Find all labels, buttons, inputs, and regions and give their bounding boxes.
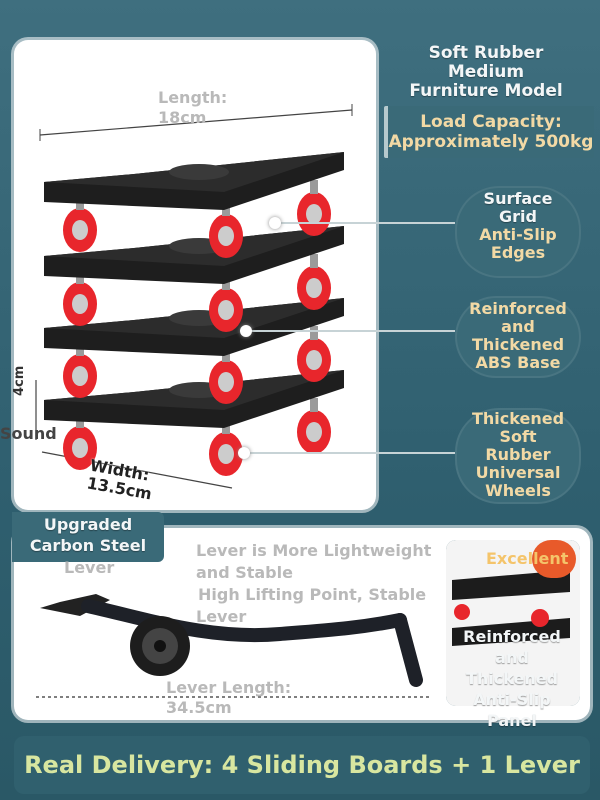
- connector-dot-3: [238, 447, 250, 459]
- panel-caption-line-5: Panel: [487, 711, 537, 730]
- feature-3-line-4: Universal: [475, 463, 561, 482]
- lever-points: Lever is More Lightweight and Stable Hig…: [196, 540, 431, 628]
- model-title-line2: Furniture Model: [409, 81, 563, 101]
- lever-badge: Upgraded Carbon Steel: [12, 512, 164, 562]
- feature-2-line-3: Thickened: [471, 335, 565, 354]
- model-title-line1: Soft Rubber Medium: [428, 43, 544, 82]
- lever-badge-line-3: Lever: [64, 558, 115, 577]
- panel-caption-line-2: and: [495, 648, 529, 667]
- lever-length: Lever Length: 34.5cm: [166, 678, 291, 718]
- feature-2-line-1: Reinforced: [469, 299, 567, 318]
- feature-3-line-5: Wheels: [485, 481, 551, 500]
- feature-1-line-3: Anti-Slip: [479, 225, 557, 244]
- feature-3-line-3: Rubber: [485, 445, 551, 464]
- panel-badge: [532, 540, 576, 578]
- feature-2-line-2: and: [501, 317, 535, 336]
- load-capacity-box: Load Capacity: Approximately 500kg: [384, 106, 594, 158]
- length-label: Length: 18cm: [158, 88, 227, 128]
- feature-1-line-2: Grid: [499, 207, 537, 226]
- feature-1-line-1: Surface: [483, 189, 553, 208]
- lever-point-2: and Stable: [196, 563, 293, 582]
- connector-dot-2: [240, 325, 252, 337]
- connector-line-3: [244, 452, 455, 454]
- delivery-text: Real Delivery: 4 Sliding Boards + 1 Leve…: [24, 751, 580, 779]
- model-title: Soft Rubber Medium Furniture Model: [388, 44, 584, 101]
- panel-caption-line-1: Reinforced: [463, 627, 561, 646]
- delivery-banner: Real Delivery: 4 Sliding Boards + 1 Leve…: [14, 736, 590, 794]
- feature-bubble-wheels: Thickened Soft Rubber Universal Wheels: [455, 408, 581, 504]
- feature-2-line-4: ABS Base: [475, 353, 561, 372]
- length-title: Length:: [158, 88, 228, 107]
- feature-bubble-base: Reinforced and Thickened ABS Base: [455, 296, 581, 378]
- lever-point-1: Lever is More Lightweight: [196, 541, 432, 560]
- length-value: 18cm: [158, 108, 207, 127]
- panel-caption: Reinforced and Thickened Anti-Slip Panel: [456, 626, 568, 731]
- panel-badge-text: Excellent: [486, 549, 569, 568]
- load-capacity-title: Load Capacity:: [420, 112, 562, 132]
- lever-illustration: [36, 594, 432, 698]
- lever-badge-line-2: Carbon Steel: [29, 536, 147, 555]
- lever-badge-line-1: Upgraded: [43, 515, 133, 534]
- lever-point-3: High Lifting Point, Stable: [198, 585, 427, 604]
- connector-dot-1: [269, 217, 281, 229]
- height-label: 4cm: [12, 365, 27, 396]
- lever-length-value: 34.5cm: [166, 698, 232, 717]
- panel-caption-line-3: Thickened: [465, 669, 559, 688]
- connector-line-1: [275, 222, 455, 224]
- feature-3-line-1: Thickened: [471, 409, 565, 428]
- load-capacity-value: Approximately 500kg: [388, 132, 594, 152]
- feature-bubble-grid: Surface Grid Anti-Slip Edges: [455, 186, 581, 278]
- sound-label: Sound: [0, 424, 57, 443]
- stacked-sliders-illustration: [35, 104, 353, 489]
- lever-length-title: Lever Length:: [166, 678, 292, 697]
- panel-caption-line-4: Anti-Slip: [473, 690, 551, 709]
- connector-line-2: [246, 330, 455, 332]
- feature-3-line-2: Soft: [499, 427, 537, 446]
- feature-1-line-4: Edges: [490, 243, 546, 262]
- lever-point-4: Lever: [196, 607, 247, 626]
